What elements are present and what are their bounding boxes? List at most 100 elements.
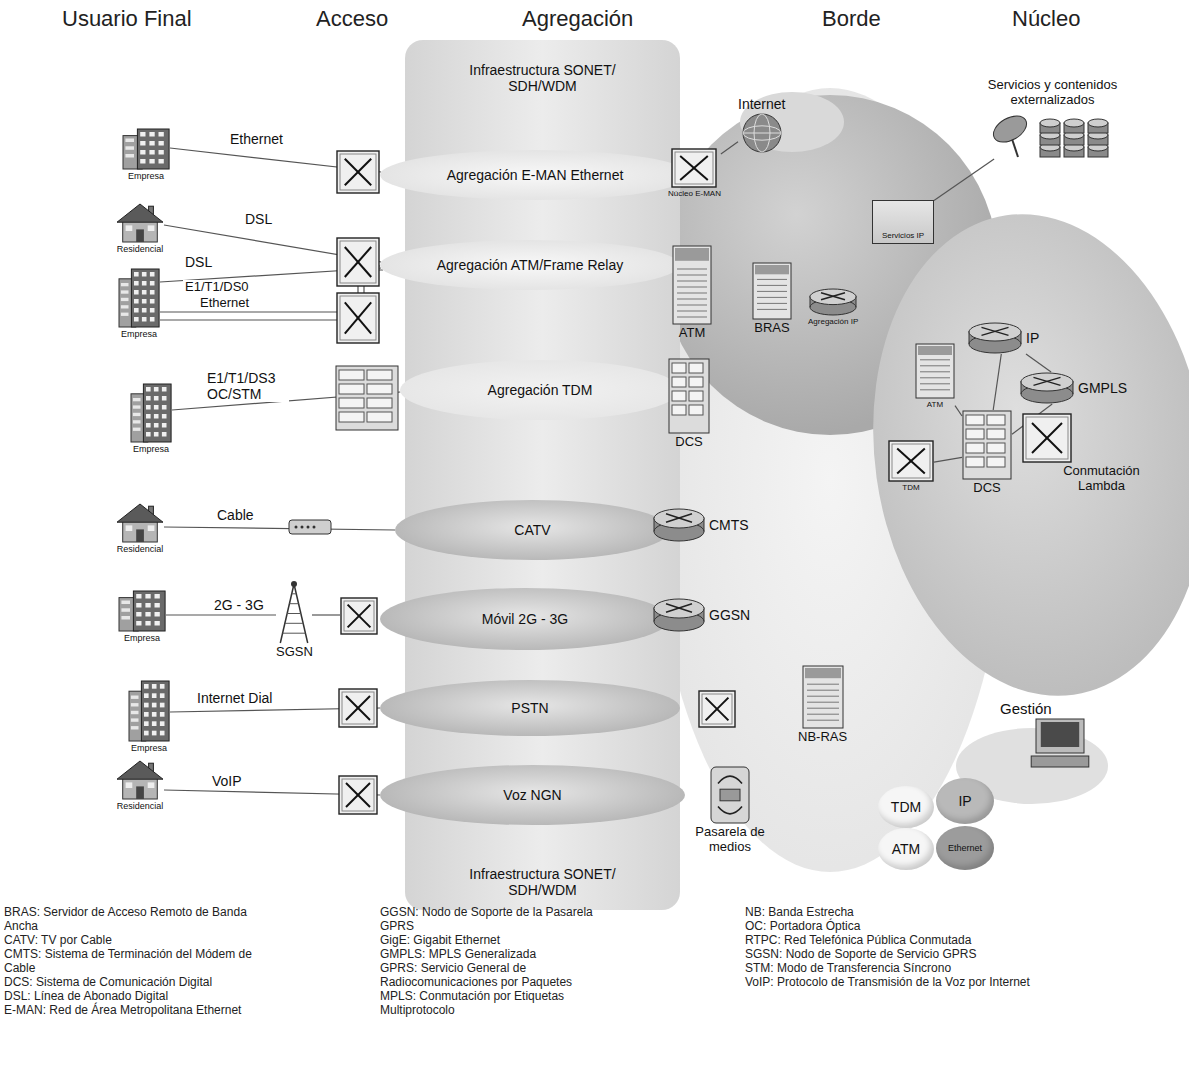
residential-user-icon	[116, 760, 164, 800]
house-window	[148, 525, 155, 531]
sgsn-tower-icon	[276, 580, 312, 644]
node-label: Agregación TDM	[488, 382, 593, 398]
building-window	[145, 594, 150, 599]
media-gateway-icon	[710, 766, 750, 824]
node-label: IP	[1026, 330, 1039, 346]
dcs-body	[669, 359, 709, 433]
database-top	[1040, 119, 1060, 127]
building-window	[152, 684, 157, 689]
tech-bubble: TDM	[878, 786, 934, 828]
cmts-router-icon	[653, 508, 705, 542]
building-window	[145, 612, 150, 617]
building-window	[152, 712, 157, 717]
router-arrow	[666, 514, 692, 523]
node-label: BRAS	[754, 321, 789, 336]
link-label: VoIP	[210, 773, 244, 789]
aggregation-ellipse: Móvil 2G - 3G	[380, 588, 670, 650]
server-slot	[677, 287, 707, 288]
building-window	[155, 603, 160, 608]
band-title: Infraestructura SONET/ SDH/WDM	[445, 62, 640, 94]
link-line	[164, 527, 395, 530]
switch-inner	[342, 779, 374, 811]
column-header: Usuario Final	[62, 6, 192, 31]
dcs-card	[987, 415, 1005, 425]
router-top	[1021, 373, 1073, 391]
building-window	[125, 154, 134, 158]
building-window	[133, 428, 141, 431]
building-window	[144, 703, 149, 708]
building-window	[146, 423, 151, 428]
dcs-card	[966, 415, 984, 425]
node-label: Agregación IP	[808, 317, 858, 326]
link-label: 2G - 3G	[212, 597, 266, 613]
building-window	[159, 159, 164, 164]
tower-bar	[288, 613, 302, 614]
building-window	[140, 150, 145, 155]
building-window	[142, 317, 147, 322]
business-user: Empresa	[118, 268, 160, 339]
router-arrow	[821, 293, 845, 300]
link-label: Ethernet	[228, 131, 285, 147]
glossary-entry: DCS: Sistema de Comunicación Digital	[4, 975, 254, 989]
internet-globe: Internet	[738, 96, 785, 153]
dcs-card	[672, 391, 686, 401]
house-door	[136, 229, 144, 242]
house-window	[126, 782, 133, 788]
switch-body	[699, 691, 735, 727]
glossary-entry: E-MAN: Red de Área Metropolitana Etherne…	[4, 1003, 254, 1017]
building-window	[146, 432, 151, 437]
business-user-icon	[128, 680, 170, 742]
building-window	[140, 159, 145, 164]
switch-body	[672, 149, 716, 187]
server-panel	[805, 668, 841, 678]
link-line	[166, 614, 276, 615]
external-services-icon	[988, 109, 1118, 159]
node-label: NB-RAS	[798, 730, 847, 745]
server-slot	[677, 305, 707, 306]
glossary-entry: NB: Banda Estrecha	[745, 905, 1035, 919]
server-slot	[677, 281, 707, 282]
ip-router: IP	[968, 322, 1039, 354]
server-slot	[807, 714, 839, 715]
node-label: ATM	[679, 326, 705, 341]
building-window	[144, 721, 149, 726]
building-window	[136, 612, 141, 617]
building-window	[133, 413, 141, 416]
building-window	[160, 721, 165, 726]
gateway-arc	[718, 807, 742, 814]
building-window	[125, 139, 134, 143]
gateway-body	[711, 767, 749, 823]
business-user-icon	[130, 383, 172, 443]
router-top	[810, 289, 856, 305]
server-slot	[677, 275, 707, 276]
building-window	[150, 272, 155, 277]
building-window	[150, 308, 155, 313]
building-window	[144, 693, 149, 698]
glossary-column: BRAS: Servidor de Acceso Remoto de Banda…	[4, 905, 254, 1017]
link-label: DSL	[243, 211, 274, 227]
server-panel	[675, 248, 709, 261]
glossary-column: NB: Banda EstrechaOC: Portadora ÓpticaRT…	[745, 905, 1035, 989]
node-label: IP	[958, 793, 971, 809]
building-window	[140, 141, 145, 146]
switch-cross	[681, 156, 709, 180]
building-window	[154, 423, 159, 428]
switch-body	[337, 238, 379, 286]
server-slot	[807, 696, 839, 697]
switch-body	[341, 598, 377, 634]
node-label: GMPLS	[1078, 380, 1127, 396]
switch-cross	[345, 159, 371, 185]
server-slot	[757, 279, 787, 280]
core-region	[843, 192, 1189, 717]
switch-cross	[348, 605, 371, 628]
tech-bubble: ATM	[878, 828, 934, 870]
building-tower	[131, 269, 159, 327]
node-label: Conmutación Lambda	[1054, 464, 1149, 494]
switch-cross	[345, 302, 371, 333]
lambda-switch: Conmutación Lambda	[1022, 413, 1149, 494]
switch-cross	[346, 696, 370, 720]
glossary-entry: GPRS: Servicio General de Radiocomunicac…	[380, 961, 620, 989]
switch-cross	[346, 696, 370, 720]
link-line	[1026, 354, 1051, 372]
